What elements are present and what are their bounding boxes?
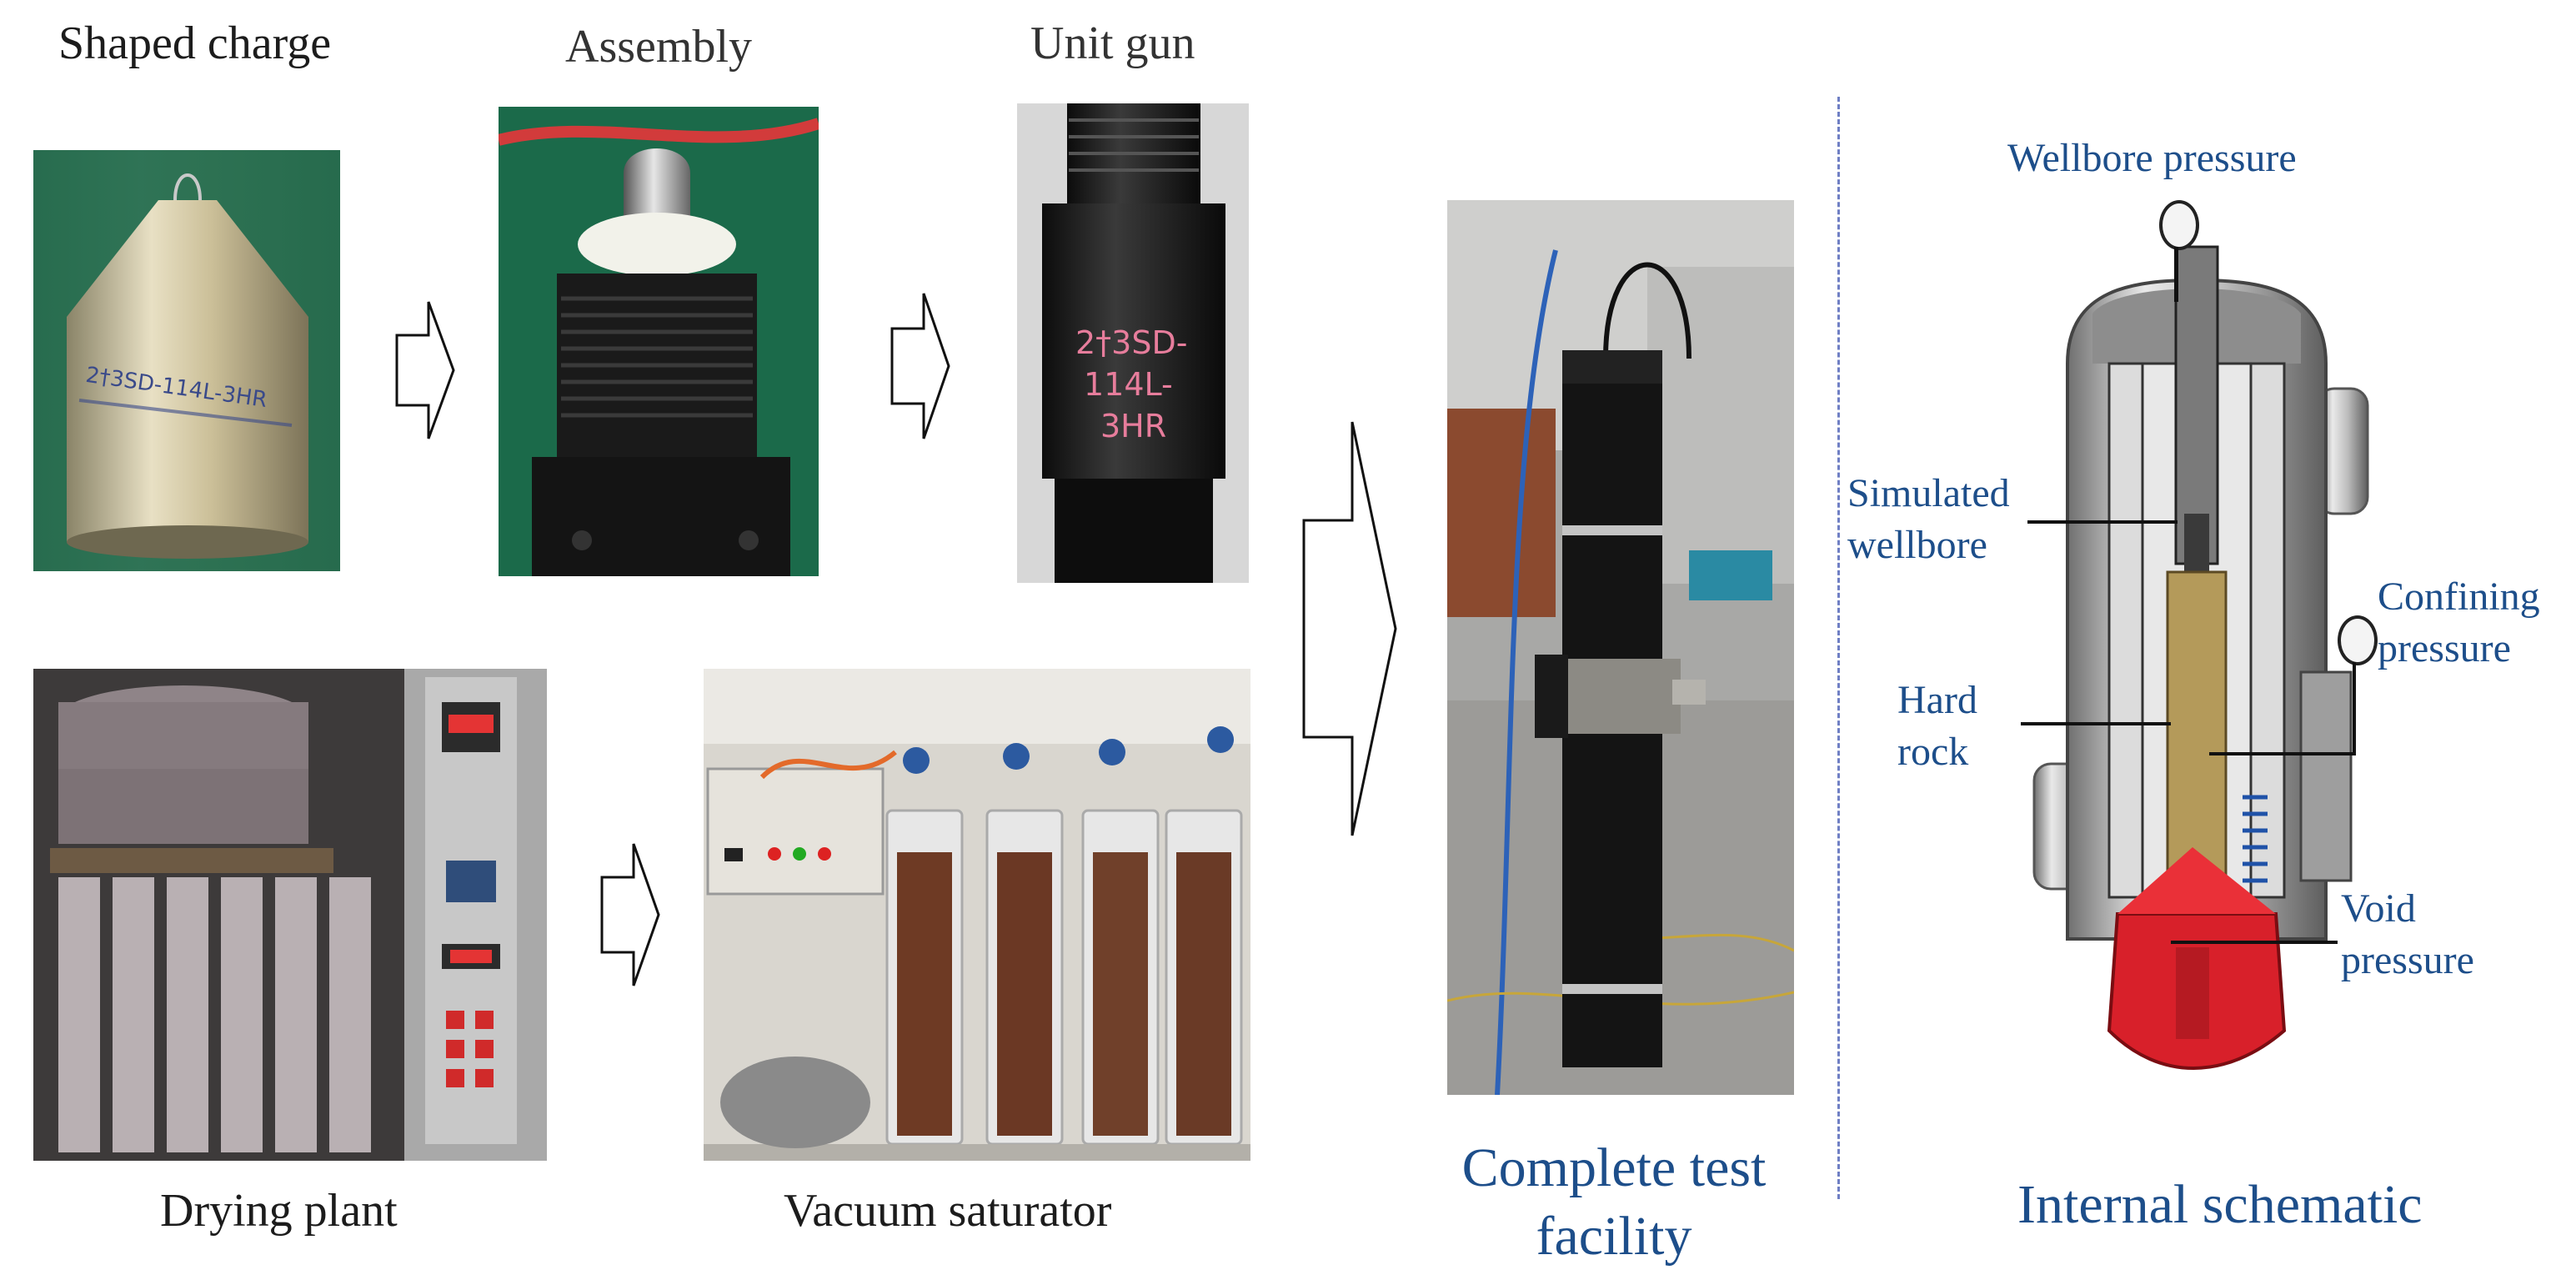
void-pressure-label-line1: Void (2341, 886, 2416, 931)
wellbore-pressure-gauge-icon (2159, 200, 2199, 250)
assembly-photo (499, 107, 819, 576)
hard-rock-leader (2021, 722, 2171, 725)
internal-schematic-drawing (2017, 197, 2376, 1089)
simulated-wellbore-label-line2: wellbore (1847, 523, 1987, 567)
void-pressure-label-line2: pressure (2341, 938, 2474, 982)
confining-leader-v (2353, 662, 2356, 754)
confining-pressure-label-line2: pressure (2378, 626, 2511, 670)
vacuum-saturator-label: Vacuum saturator (784, 1185, 1112, 1237)
complete-test-label-line1: Complete test (1461, 1137, 1767, 1198)
internal-schematic-label: Internal schematic (2017, 1174, 2423, 1235)
arrow-to-complete-facility (1302, 420, 1397, 837)
confining-pressure-gauge-icon (2338, 615, 2378, 665)
simulated-wellbore-leader (2027, 520, 2178, 524)
wellbore-gauge-stem (2174, 247, 2178, 302)
unit-gun-label: Unit gun (1030, 18, 1195, 69)
gun-marking-line2: 114L- (1084, 366, 1173, 403)
assembly-label: Assembly (565, 21, 752, 73)
simulated-wellbore-label-line1: Simulated (1847, 471, 2010, 515)
gun-marking-line1: 2†3SD- (1075, 324, 1187, 361)
drying-plant-photo (33, 669, 547, 1161)
hard-rock-label-line1: Hard (1897, 678, 1977, 722)
vacuum-saturator-photo (704, 669, 1250, 1161)
hard-rock-label-line2: rock (1897, 730, 1969, 774)
section-divider (1837, 97, 1840, 1199)
arrow-charge-to-assembly (395, 300, 455, 440)
shaped-charge-photo: 2†3SD-114L-3HR (33, 150, 340, 571)
unit-gun-photo: 2†3SD- 114L- 3HR (1017, 103, 1249, 583)
confining-pressure-label-line1: Confining (2378, 575, 2540, 619)
complete-test-label-line2: facility (1536, 1206, 1692, 1267)
gun-marking-line3: 3HR (1100, 408, 1166, 444)
confining-leader-h (2209, 752, 2356, 755)
arrow-assembly-to-gun (890, 292, 950, 440)
wellbore-pressure-label: Wellbore pressure (2007, 136, 2297, 180)
arrow-drying-to-saturator (600, 842, 660, 987)
complete-test-facility-photo (1447, 200, 1794, 1095)
drying-plant-label: Drying plant (160, 1185, 398, 1237)
void-leader-h (2171, 941, 2338, 944)
shaped-charge-label: Shaped charge (58, 18, 332, 69)
